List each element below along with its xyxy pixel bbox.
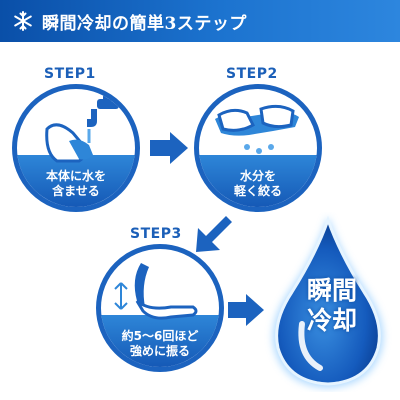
step2-caption-line1: 水分を xyxy=(239,169,276,183)
header-bar: 瞬間冷却の簡単3ステップ xyxy=(0,0,400,42)
step3-water-fill xyxy=(101,315,219,367)
step3-caption-line1: 約5～6回ほど xyxy=(121,329,199,343)
step1-caption: 本体に水を 含ませる xyxy=(17,169,135,199)
step2-caption: 水分を 軽く絞る xyxy=(199,169,317,199)
shaking-hand-icon xyxy=(114,263,198,320)
water-drop-icon xyxy=(272,215,384,388)
step3-caption-line2: 強めに振る xyxy=(129,344,190,358)
arrow-right-icon xyxy=(150,132,188,164)
step1-circle: 本体に水を 含ませる xyxy=(12,84,140,212)
result-line1: 瞬間 xyxy=(306,276,357,305)
page-title: 瞬間冷却の簡単3ステップ xyxy=(42,13,247,34)
wringing-hands-icon xyxy=(215,104,299,154)
step2-circle: 水分を 軽く絞る xyxy=(194,84,322,212)
step1-caption-line1: 本体に水を xyxy=(45,169,106,183)
step2-water-fill xyxy=(199,155,317,207)
result-line2: 冷却 xyxy=(306,306,357,335)
step1-caption-line2: 含ませる xyxy=(52,184,100,198)
step2-caption-line2: 軽く絞る xyxy=(233,184,282,198)
faucet-hands-icon xyxy=(45,95,119,163)
step3-label: STEP3 xyxy=(130,226,182,242)
step3-caption: 約5～6回ほど 強めに振る xyxy=(101,329,219,359)
snowflake-icon xyxy=(14,11,32,31)
step3-circle: 約5～6回ほど 強めに振る xyxy=(96,244,224,372)
arrow-down-left-icon xyxy=(196,216,232,252)
step1-label: STEP1 xyxy=(44,66,96,82)
step2-label: STEP2 xyxy=(226,66,278,82)
step1-water-fill xyxy=(17,155,135,207)
arrow-right-icon xyxy=(228,294,264,326)
result-label: 瞬間 冷却 xyxy=(300,276,364,336)
